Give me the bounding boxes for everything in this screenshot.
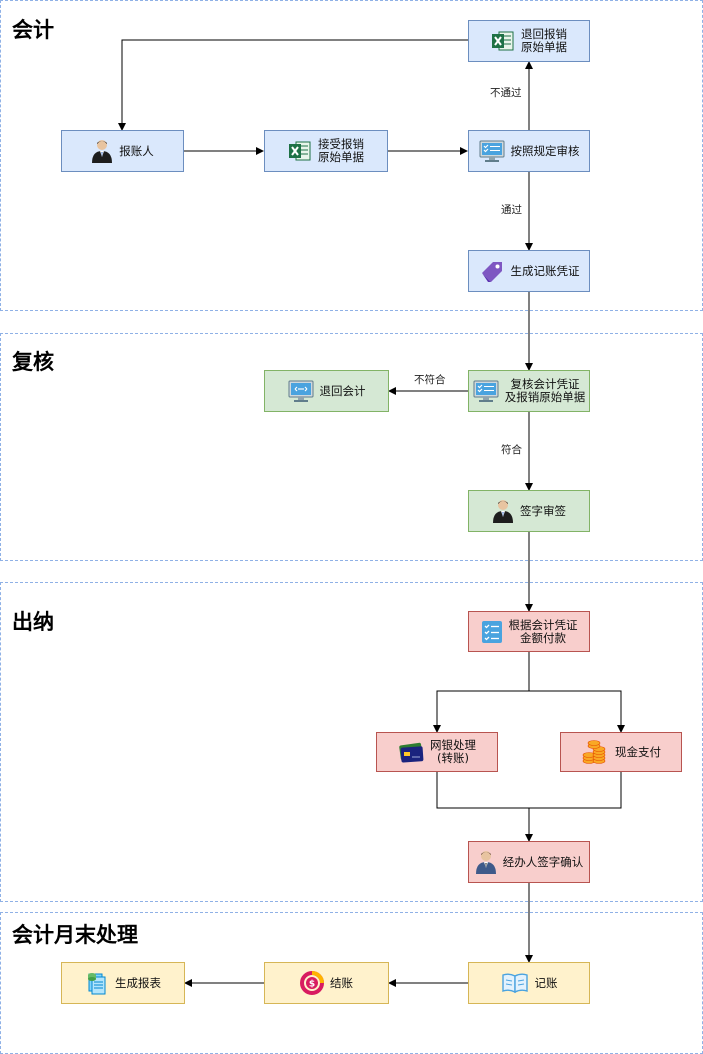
node-pay-by-voucher[interactable]: 根据会计凭证 金额付款	[468, 611, 590, 652]
node-return-accountant[interactable]: 退回会计	[264, 370, 389, 412]
node-recheck[interactable]: 复核会计凭证 及报销原始单据	[468, 370, 590, 412]
edge-online-merge	[436, 772, 622, 809]
node-return-accountant-label: 退回会计	[319, 383, 366, 398]
node-bookkeeping-label: 记账	[534, 975, 558, 990]
lane-title-cashier: 出纳	[12, 610, 54, 634]
book-icon	[501, 972, 529, 994]
node-pay-by-voucher-label: 根据会计凭证 金额付款	[508, 617, 578, 645]
businessman-icon	[475, 850, 497, 874]
edge-return-to-claimant	[118, 39, 468, 131]
bank-card-icon	[398, 740, 424, 764]
node-handler-confirm-label: 经办人签字确认	[502, 854, 584, 869]
node-return-docs-label: 退回报销 原始单据	[521, 27, 567, 54]
node-closing[interactable]: $ 结账	[264, 962, 389, 1004]
node-online-banking[interactable]: 网银处理 (转账)	[376, 732, 498, 772]
report-stack-icon	[85, 971, 109, 995]
edge-label-fail: 不通过	[489, 87, 523, 100]
node-accept-docs-label: 接受报销 原始单据	[318, 137, 364, 164]
svg-text:$: $	[309, 980, 315, 990]
edge-label-pass: 通过	[500, 204, 523, 217]
excel-icon	[491, 29, 515, 53]
node-bookkeeping[interactable]: 记账	[468, 962, 590, 1004]
tag-icon	[479, 259, 505, 283]
edge-label-match: 符合	[500, 444, 523, 457]
node-sign-review[interactable]: 签字审签	[468, 490, 590, 532]
edge-pay-to-cash	[529, 690, 625, 733]
checklist-icon	[481, 620, 503, 644]
businessman-icon	[91, 139, 113, 163]
dollar-donut-icon: $	[300, 971, 324, 995]
node-online-banking-label: 网银处理 (转账)	[430, 738, 476, 765]
lane-title-review: 复核	[12, 350, 54, 374]
lane-title-accounting: 会计	[12, 18, 54, 42]
node-audit-label: 按照规定审核	[510, 143, 580, 158]
lane-title-month-end: 会计月末处理	[12, 923, 138, 947]
node-accept-docs[interactable]: 接受报销 原始单据	[264, 130, 388, 172]
coins-icon	[581, 739, 609, 765]
node-cash-payment-label: 现金支付	[615, 744, 661, 759]
edge-pay-to-branches	[433, 652, 530, 733]
node-gen-voucher[interactable]: 生成记账凭证	[468, 250, 590, 292]
businessman-icon	[492, 499, 514, 523]
node-claimant-label: 报账人	[119, 143, 154, 158]
checklist-monitor-icon	[479, 139, 505, 163]
node-handler-confirm[interactable]: 经办人签字确认	[468, 841, 590, 883]
node-recheck-label: 复核会计凭证 及报销原始单据	[504, 377, 586, 404]
node-cash-payment[interactable]: 现金支付	[560, 732, 682, 772]
network-monitor-icon	[288, 379, 314, 403]
node-closing-label: 结账	[330, 975, 353, 990]
node-claimant[interactable]: 报账人	[61, 130, 184, 172]
node-gen-report-label: 生成报表	[115, 975, 161, 990]
edge-label-not-match: 不符合	[413, 374, 447, 387]
node-gen-report[interactable]: 生成报表	[61, 962, 185, 1004]
node-sign-review-label: 签字审签	[520, 503, 566, 518]
excel-icon	[288, 139, 312, 163]
checklist-monitor-icon	[473, 379, 499, 403]
node-return-docs[interactable]: 退回报销 原始单据	[468, 20, 590, 62]
node-gen-voucher-label: 生成记账凭证	[510, 263, 580, 278]
node-audit[interactable]: 按照规定审核	[468, 130, 590, 172]
